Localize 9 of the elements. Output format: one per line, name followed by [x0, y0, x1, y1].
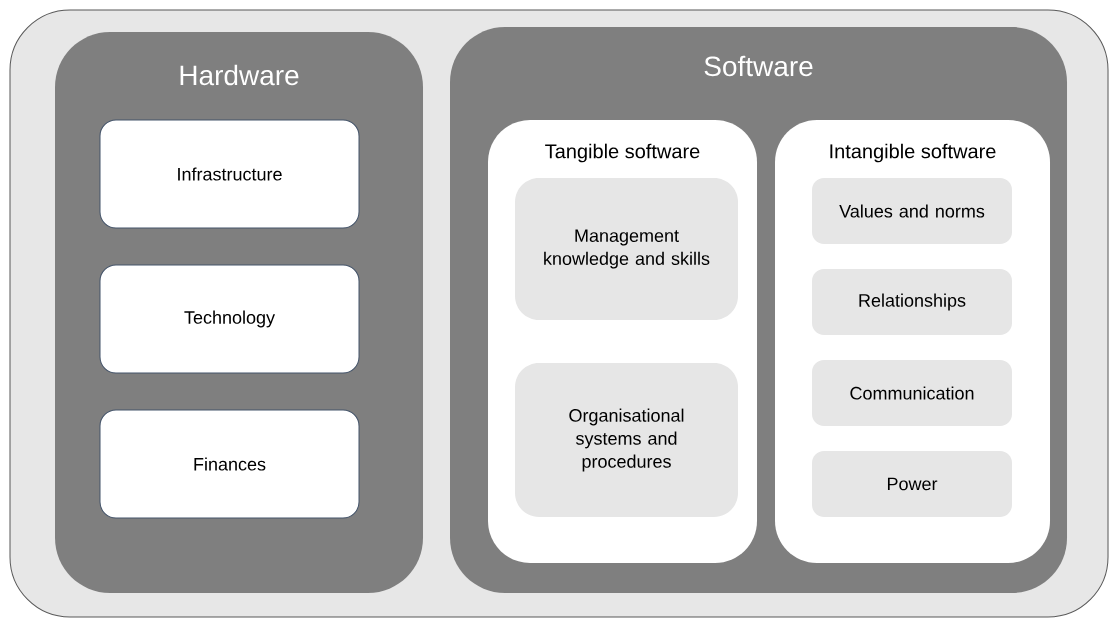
- item-box: Communication: [812, 360, 1012, 426]
- item-box: Organisational systems and procedures: [515, 363, 738, 517]
- item-box: Relationships: [812, 269, 1012, 335]
- item-box: Management knowledge and skills: [515, 178, 738, 320]
- item-box: Technology: [99, 264, 360, 374]
- item-box: Infrastructure: [99, 119, 360, 229]
- item-box: Values and norms: [812, 178, 1012, 244]
- item-box: Finances: [99, 409, 360, 519]
- item-box: Power: [812, 451, 1012, 517]
